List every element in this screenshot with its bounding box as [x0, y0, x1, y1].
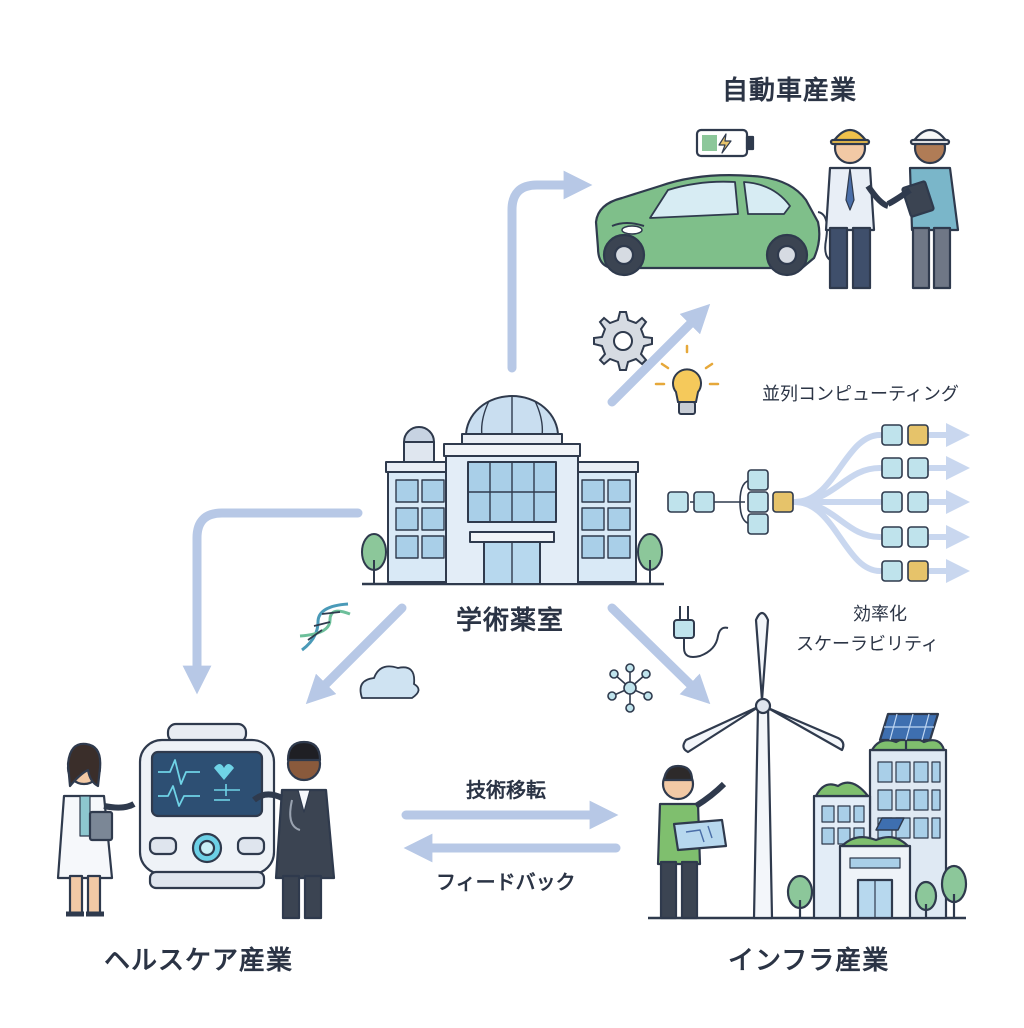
annotation-efficiency: 効率化 [853, 604, 907, 625]
lab-building [361, 395, 664, 586]
arrow-lab-to-automotive-diagonal [607, 303, 711, 407]
lightbulb-icon [654, 344, 720, 415]
automotive-scene [594, 128, 960, 290]
arrow-lab-to-healthcare-diagonal [305, 603, 407, 705]
battery-icon [695, 128, 755, 158]
gear-icon [593, 311, 653, 371]
flow-arrows [182, 170, 711, 863]
solar-panel-icon [878, 712, 940, 750]
plug-icon [673, 606, 729, 658]
dna-icon [299, 602, 351, 652]
arrow-lab-to-infrastructure [607, 603, 711, 705]
network-icon [607, 663, 653, 713]
node-label-infrastructure: インフラ産業 [728, 946, 890, 976]
arrow-lab-to-healthcare [182, 508, 363, 695]
cloud-icon [359, 665, 420, 699]
infrastructure-scene [648, 611, 968, 920]
flow-label-tech-transfer: 技術移転 [466, 778, 546, 802]
node-label-healthcare: ヘルスケア産業 [104, 946, 294, 976]
parallel-computing-graph [667, 423, 970, 583]
node-label-automotive: 自動車産業 [722, 76, 858, 106]
node-label-lab: 学術薬室 [456, 606, 565, 636]
annotation-scalability: スケーラビリティ [796, 634, 939, 655]
flow-label-feedback: フィードバック [436, 870, 576, 894]
annotation-parallel-computing: 並列コンピューティング [762, 384, 959, 405]
healthcare-scene [56, 722, 336, 920]
wind-turbine [752, 704, 774, 920]
arrow-lab-to-automotive [507, 170, 593, 373]
